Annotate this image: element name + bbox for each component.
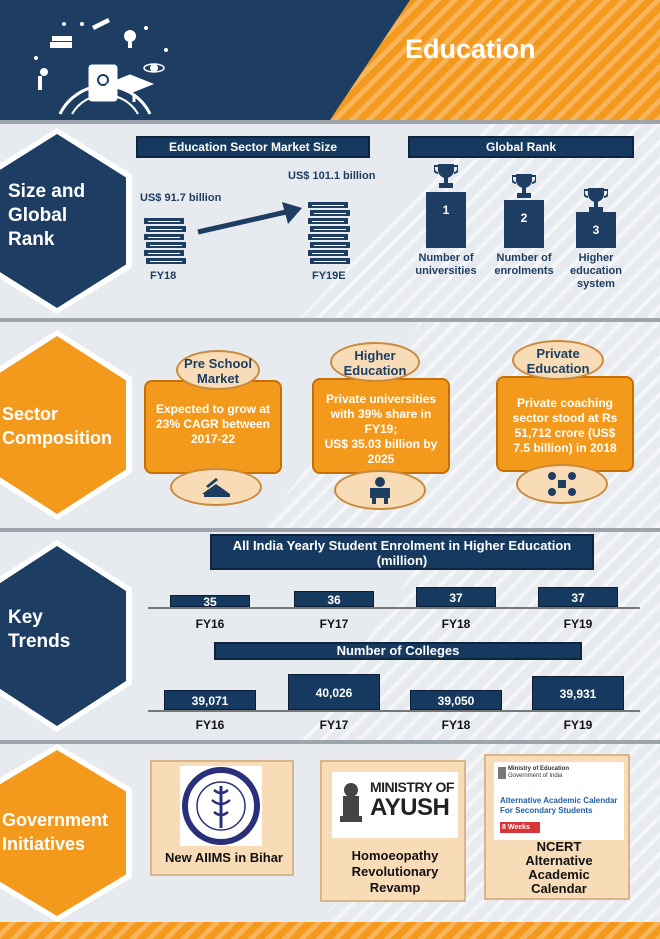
ayush-logo: MINISTRY OF AYUSH: [332, 772, 458, 838]
chart-category-label: FY19: [563, 617, 593, 631]
chart-category-label: FY17: [319, 617, 349, 631]
footer-stripes: [0, 922, 660, 939]
global-rank-title: Global Rank: [408, 136, 634, 158]
chart-bar: 36: [294, 591, 374, 607]
chart-bar: 35: [170, 595, 250, 608]
trophy-icon: [584, 188, 608, 212]
aiims-emblem-icon: [182, 767, 260, 845]
aiims-logo: [180, 766, 262, 846]
ncert-card: Ministry of Education Government of Indi…: [484, 754, 630, 900]
size-rank-label: Size and Global Rank: [8, 181, 86, 250]
chart-category-label: FY18: [441, 617, 471, 631]
trophy-icon: [434, 164, 458, 188]
rank-3-box: 3: [576, 212, 616, 248]
market-size-title: Education Sector Market Size: [136, 136, 370, 158]
fy18-value: US$ 91.7 billion: [140, 192, 222, 204]
ncert-duration-badge: 8 Weeks: [500, 822, 540, 833]
trends-label: Key Trends: [8, 607, 71, 652]
fy19e-label: FY19E: [312, 270, 346, 282]
ashoka-emblem-icon: [340, 783, 362, 822]
fy19-value: US$ 101.1 billion: [288, 170, 376, 182]
education-icon: [34, 18, 168, 115]
chart-bar: 39,931: [532, 675, 624, 710]
emblem-icon: [498, 767, 506, 779]
chart-category-label: FY16: [195, 718, 225, 732]
teacher-icon: [370, 477, 390, 504]
initiatives-label: Government Initiatives: [2, 810, 109, 854]
chart-category-label: FY18: [441, 718, 471, 732]
ncert-ministry-header: Ministry of Education Government of Indi…: [508, 766, 570, 779]
aiims-label: New AIIMS in Bihar: [165, 850, 283, 865]
trophy-icon: [512, 174, 536, 198]
money-stack-icon: [144, 218, 186, 264]
chart-bar: 37: [416, 587, 496, 607]
rank-1-box: 1: [426, 192, 466, 248]
chart-bar: 39,071: [164, 689, 256, 710]
teacher-icon-oval: [334, 470, 426, 510]
header-banner: Education: [0, 0, 660, 120]
page-title: Education: [405, 34, 536, 64]
sector-label: Sector Composition: [2, 404, 112, 448]
chart-bar: 39,050: [410, 690, 502, 710]
ayush-logo-text: MINISTRY OF AYUSH: [370, 779, 454, 821]
growth-arrow-icon: [197, 202, 302, 235]
aiims-card: New AIIMS in Bihar: [150, 760, 294, 876]
books-icon-oval: [170, 468, 262, 506]
chart-category-label: FY17: [319, 718, 349, 732]
colleges-chart-title: Number of Colleges: [214, 642, 582, 660]
chart-bar: 40,026: [288, 674, 380, 710]
section-divider: [0, 528, 660, 532]
fy18-label: FY18: [150, 270, 177, 282]
group-study-icon: [548, 472, 576, 496]
chart-bar: 37: [538, 587, 618, 607]
ncert-calendar-image: Ministry of Education Government of Indi…: [494, 762, 624, 840]
ncert-calendar-title: Alternative Academic Calendar For Second…: [500, 796, 618, 815]
enrolment-chart-title: All India Yearly Student Enrolment in Hi…: [210, 534, 594, 570]
chart-category-label: FY19: [563, 718, 593, 732]
chart-category-label: FY16: [195, 617, 225, 631]
chart-axis: [148, 607, 640, 609]
books-icon: [202, 478, 230, 497]
rank-2-box: 2: [504, 200, 544, 248]
section-divider: [0, 740, 660, 744]
money-stack-icon: [308, 202, 350, 264]
section-divider: [0, 318, 660, 322]
group-icon-oval: [516, 464, 608, 504]
chart-axis: [148, 710, 640, 712]
section-divider: [0, 120, 660, 124]
